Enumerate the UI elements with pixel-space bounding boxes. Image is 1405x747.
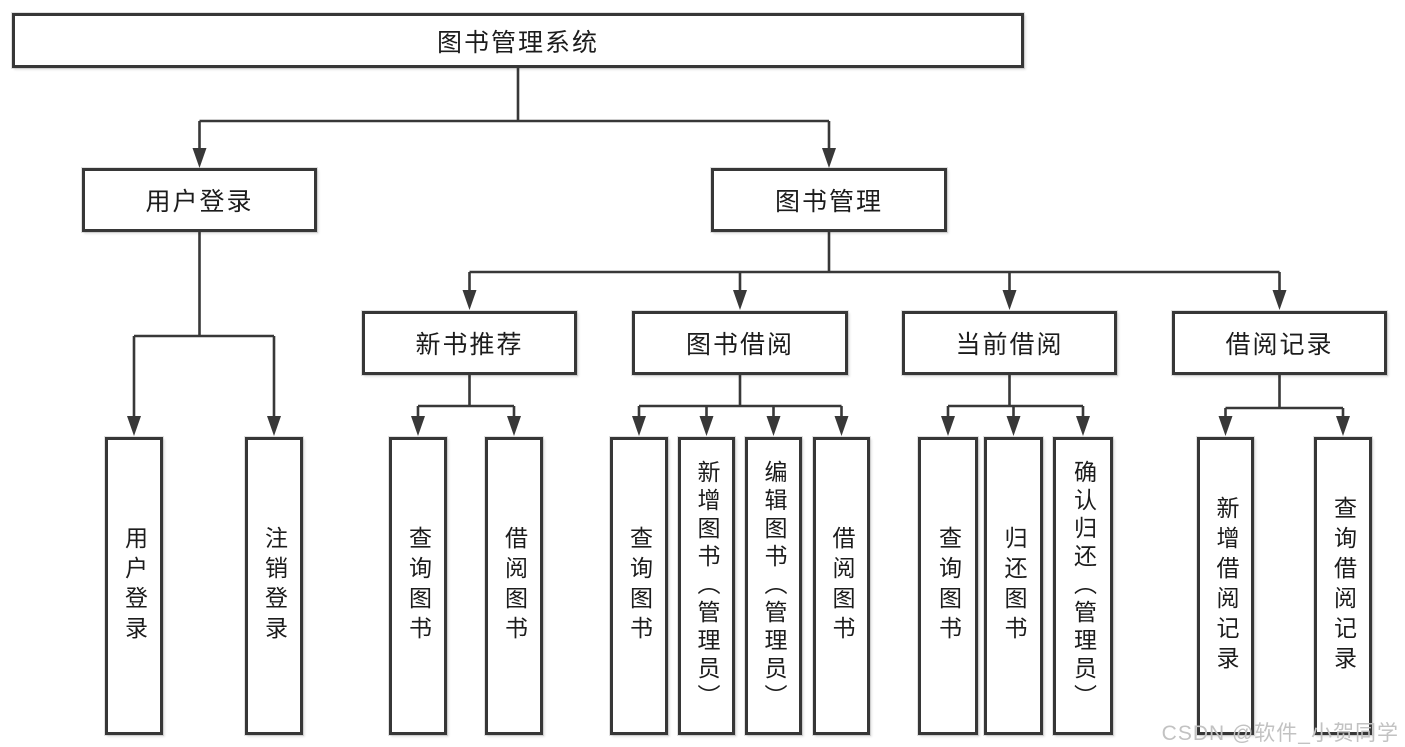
arrowhead — [411, 416, 425, 436]
arrowhead — [766, 416, 781, 436]
leaf-borrow-books-recommend: 借阅图书 — [485, 437, 543, 735]
connector-borrowing-to-children — [632, 375, 849, 436]
connector-root-to-level2 — [192, 68, 836, 168]
arrowhead — [127, 416, 141, 436]
arrowhead — [1272, 290, 1287, 310]
leaf-borrow-books: 借阅图书 — [813, 437, 870, 735]
leaf-add-books-admin: 新增图书（管理员） — [678, 437, 735, 735]
arrowhead — [1002, 290, 1017, 310]
leaf-add-borrow-record: 新增借阅记录 — [1197, 437, 1254, 735]
arrowhead — [632, 416, 646, 436]
arrowhead — [733, 290, 747, 310]
node-book-management: 图书管理 — [711, 168, 947, 232]
arrowhead — [192, 148, 207, 168]
node-current-borrowing: 当前借阅 — [902, 311, 1117, 375]
arrowhead — [267, 416, 281, 436]
connector-login-to-children — [127, 232, 281, 436]
leaf-query-books-recommend: 查询图书 — [389, 437, 447, 735]
node-user-login: 用户登录 — [82, 168, 317, 232]
leaf-confirm-return-admin: 确认归还（管理员） — [1053, 437, 1113, 735]
arrowhead — [1336, 416, 1350, 436]
leaf-logout: 注销登录 — [245, 437, 303, 735]
node-new-book-recommend: 新书推荐 — [362, 311, 577, 375]
arrowhead — [834, 416, 849, 436]
arrowhead — [462, 290, 477, 310]
arrowhead — [941, 416, 955, 436]
leaf-query-borrow-record: 查询借阅记录 — [1314, 437, 1372, 735]
arrowhead — [1218, 416, 1233, 436]
arrowhead — [699, 416, 714, 436]
node-library-management-system: 图书管理系统 — [12, 13, 1024, 68]
arrowhead — [1006, 416, 1021, 436]
arrowhead — [822, 148, 836, 168]
connector-mgmt-to-level3 — [462, 232, 1287, 310]
node-borrow-records: 借阅记录 — [1172, 311, 1387, 375]
connector-current-to-children — [941, 375, 1090, 436]
node-book-borrowing: 图书借阅 — [632, 311, 848, 375]
leaf-user-login: 用户登录 — [105, 437, 163, 735]
leaf-return-books: 归还图书 — [984, 437, 1043, 735]
leaf-edit-books-admin: 编辑图书（管理员） — [745, 437, 802, 735]
arrowhead — [1076, 416, 1090, 436]
arrowhead — [507, 416, 521, 436]
leaf-query-books-borrowing: 查询图书 — [610, 437, 668, 735]
connector-records-to-children — [1218, 375, 1350, 436]
leaf-query-books-current: 查询图书 — [918, 437, 978, 735]
csdn-watermark: CSDN @软件_小贺同学 — [1161, 722, 1399, 745]
connector-recommend-to-children — [411, 375, 521, 436]
